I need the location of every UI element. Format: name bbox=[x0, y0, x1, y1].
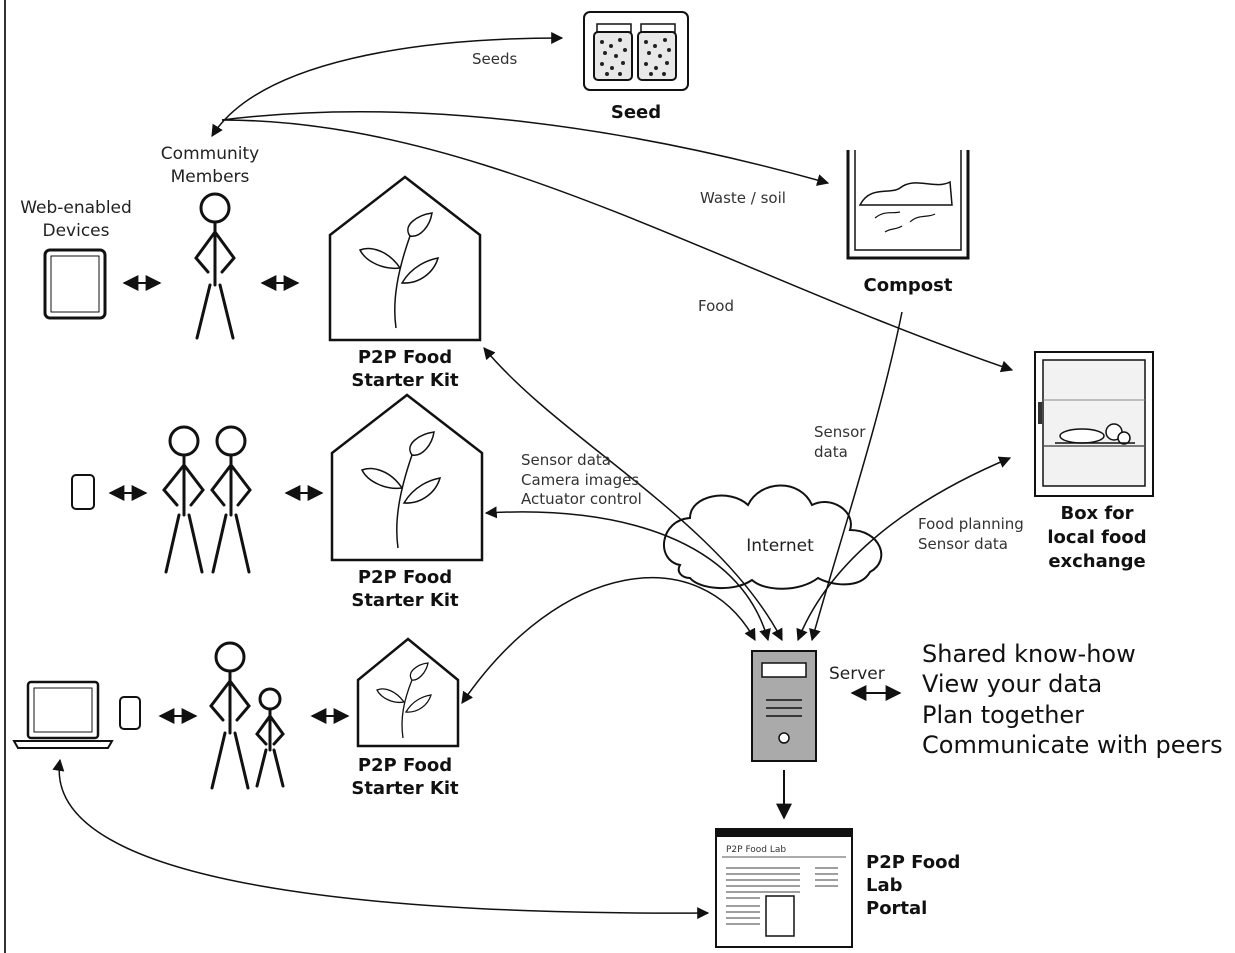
compost-bin-icon bbox=[846, 150, 970, 260]
compost-sensor-label-2: data bbox=[814, 443, 848, 461]
kit2-server-arrow bbox=[484, 506, 771, 642]
seeds-flow-label: Seeds bbox=[472, 50, 518, 68]
sensor-label-2: Camera images bbox=[521, 471, 639, 489]
food-planning-label-2: Sensor data bbox=[918, 535, 1008, 553]
laptop-portal-arrow bbox=[52, 758, 710, 920]
adult-child-icon bbox=[209, 641, 285, 790]
box-label-1: Box for bbox=[1060, 503, 1133, 524]
greenhouse-icon bbox=[330, 393, 484, 562]
sensor-label-1: Sensor data bbox=[521, 451, 611, 469]
server-icon bbox=[751, 650, 817, 762]
feature-item: Communicate with peers bbox=[922, 731, 1223, 759]
kit-label-1: P2P Food bbox=[358, 755, 452, 776]
seed-label: Seed bbox=[611, 102, 661, 123]
web-devices-label-2: Devices bbox=[43, 221, 110, 241]
box-server-arrow bbox=[796, 456, 1012, 642]
tablet-icon bbox=[43, 248, 107, 320]
food-flow-arrow bbox=[221, 119, 1014, 373]
feature-item: View your data bbox=[922, 670, 1102, 698]
server-label: Server bbox=[829, 664, 885, 684]
kit-label-2: Starter Kit bbox=[351, 778, 459, 799]
phone-icon bbox=[119, 696, 141, 730]
food-planning-label-1: Food planning bbox=[918, 515, 1024, 533]
portal-label-2: Lab bbox=[866, 875, 903, 896]
greenhouse-icon bbox=[356, 637, 460, 748]
portal-page-title: P2P Food Lab bbox=[726, 845, 786, 855]
kit-label-1: P2P Food bbox=[358, 347, 452, 368]
box-label-2: local food bbox=[1047, 527, 1146, 548]
sensor-label-3: Actuator control bbox=[521, 490, 642, 508]
kit3-server-arrow bbox=[461, 577, 756, 704]
waste-flow-arrow bbox=[221, 111, 830, 186]
web-devices-label-1: Web-enabled bbox=[20, 198, 132, 218]
portal-page-icon bbox=[715, 828, 853, 948]
person-icon bbox=[194, 192, 236, 340]
portal-label-3: Portal bbox=[866, 898, 927, 919]
greenhouse-icon bbox=[328, 175, 482, 342]
two-people-icon bbox=[162, 425, 252, 574]
seed-icon bbox=[583, 11, 689, 91]
fridge-icon bbox=[1034, 351, 1154, 497]
compost-sensor-label-1: Sensor bbox=[814, 423, 866, 441]
compost-label: Compost bbox=[864, 275, 953, 296]
internet-label: Internet bbox=[746, 536, 814, 556]
box-label-3: exchange bbox=[1048, 551, 1145, 572]
laptop-icon bbox=[12, 680, 114, 749]
feature-item: Shared know-how bbox=[922, 640, 1136, 668]
kit-label-2: Starter Kit bbox=[351, 370, 459, 391]
community-label-2: Members bbox=[171, 167, 250, 187]
seeds-flow-arrow bbox=[211, 32, 564, 138]
phone-icon bbox=[71, 474, 95, 510]
feature-item: Plan together bbox=[922, 701, 1084, 729]
kit-label-2: Starter Kit bbox=[351, 590, 459, 611]
portal-label-1: P2P Food bbox=[866, 852, 960, 873]
waste-flow-label: Waste / soil bbox=[700, 189, 786, 207]
food-flow-label: Food bbox=[698, 297, 734, 315]
kit-label-1: P2P Food bbox=[358, 567, 452, 588]
community-label-1: Community bbox=[161, 144, 259, 164]
